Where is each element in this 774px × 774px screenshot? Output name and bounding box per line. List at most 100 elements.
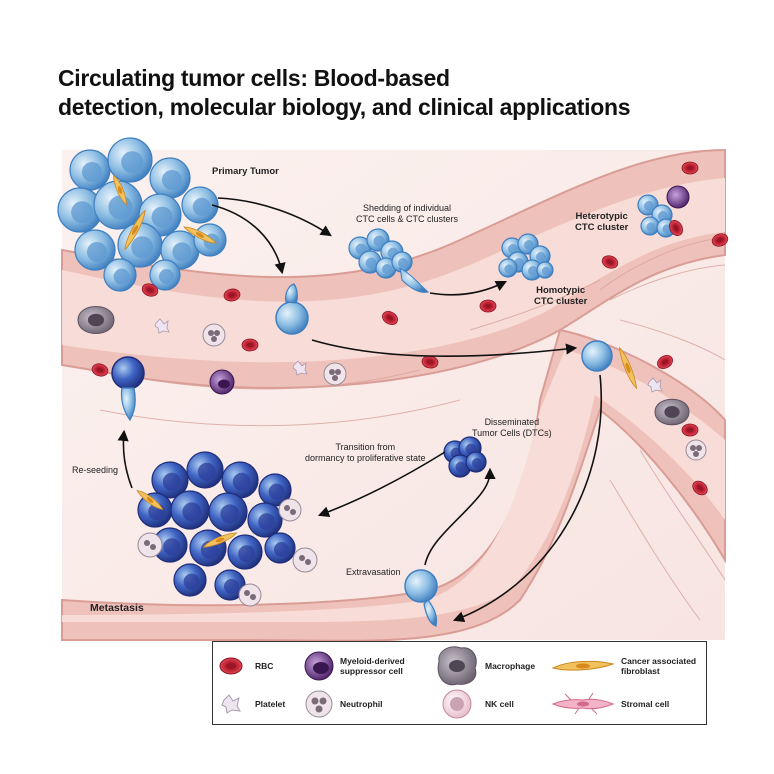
tumor-cell	[103, 258, 137, 292]
shedding-tail	[399, 267, 430, 293]
blood-cells	[77, 161, 729, 496]
neutrophil-cell	[202, 323, 226, 347]
rbc-cell	[382, 311, 398, 325]
caf-cell	[183, 226, 217, 244]
metastasis-cluster	[136, 451, 318, 607]
legend-caf-line-1: Cancer associated	[621, 656, 697, 666]
tumor-cell	[375, 257, 397, 279]
label-dtc-line-2: Tumor Cells (DTCs)	[472, 428, 552, 438]
arrow-to-extravasation	[452, 374, 602, 623]
legend-caf-icon	[551, 660, 615, 671]
tumor-cell	[247, 502, 283, 538]
branch-vessel-lumen	[62, 350, 725, 623]
legend-macrophage-icon	[437, 646, 477, 686]
tumor-cell	[57, 187, 103, 233]
rbc-cell	[241, 338, 259, 352]
vessel-caf	[619, 346, 637, 390]
label-homotypic-line-2: CTC cluster	[534, 296, 588, 307]
neutrophil-cell	[278, 498, 302, 522]
rbc-cell	[223, 288, 241, 302]
rbc-cell	[601, 255, 619, 269]
label-transition: Transition from dormancy to proliferativ…	[305, 442, 426, 464]
shedding-cluster	[348, 228, 430, 293]
legend-rbc-label: RBC	[255, 661, 274, 671]
caf-cell	[113, 174, 127, 206]
tumor-cell	[181, 186, 219, 224]
platelet-cell	[647, 377, 663, 393]
mdsc-cell	[209, 369, 235, 395]
tumor-cell	[640, 216, 660, 236]
neutrophil-cell	[238, 583, 262, 607]
tumor-cell	[227, 534, 263, 570]
legend-icons	[219, 646, 615, 719]
legend-stromal-label: Stromal cell	[621, 699, 670, 709]
macrophage-cell	[654, 398, 690, 426]
arrow-reseeding	[117, 429, 133, 489]
label-heterotypic: Heterotypic CTC cluster	[575, 211, 628, 233]
legend-nk-icon	[442, 689, 472, 719]
tumor-cell	[173, 563, 207, 597]
legend-caf-label: Cancer associated fibroblast	[621, 656, 696, 676]
legend-mdsc-line-1: Myeloid-derived	[340, 656, 405, 666]
tumor-cell	[465, 451, 487, 473]
label-shedding-line-2: CTC cells & CTC clusters	[356, 214, 459, 224]
legend-platelet-label: Platelet	[255, 699, 286, 709]
tumor-cell	[117, 222, 163, 268]
rbc-cell	[681, 423, 699, 437]
label-heterotypic-line-2: CTC cluster	[575, 222, 629, 233]
tumor-cell	[208, 492, 248, 532]
label-transition-line-2: dormancy to proliferative state	[305, 453, 426, 463]
homotypic-ctc-cluster	[498, 233, 554, 281]
neutrophil-cell	[292, 547, 318, 573]
tumor-cell	[152, 527, 188, 563]
neutrophil-cell	[685, 439, 707, 461]
process-arrows	[117, 197, 602, 623]
rbc-cell	[692, 480, 708, 496]
tumor-cell	[69, 149, 111, 191]
label-homotypic: Homotypic CTC cluster	[534, 285, 587, 307]
legend-caf-line-2: fibroblast	[621, 666, 660, 676]
arrow-shedding	[217, 197, 332, 237]
legend-neutrophil-icon	[305, 690, 333, 718]
label-dtc: Disseminated Tumor Cells (DTCs)	[472, 417, 552, 439]
rbc-cell	[479, 299, 497, 313]
tumor-cell	[74, 229, 116, 271]
tumor-cell	[264, 532, 296, 564]
tumor-cell	[149, 259, 181, 291]
tumor-cell	[151, 461, 189, 499]
label-transition-line-1: Transition from	[335, 442, 396, 452]
label-heterotypic-line-1: Heterotypic	[575, 211, 628, 222]
macrophage-cell	[77, 306, 115, 334]
platelet-cell	[292, 360, 308, 376]
caf-cell	[124, 209, 146, 251]
label-reseeding: Re-seeding	[72, 465, 119, 475]
caf-cell	[619, 346, 637, 390]
legend-platelet-icon	[221, 694, 241, 714]
heterotypic-ctc-cluster	[637, 185, 690, 238]
tumor-cell	[189, 529, 227, 567]
title-line-1: Circulating tumor cells: Blood-based	[58, 65, 450, 91]
intravasating-ctc	[275, 283, 309, 335]
label-shedding: Shedding of individual CTC cells & CTC c…	[356, 203, 458, 225]
arrow-intravasation	[211, 204, 286, 275]
rbc-cell	[657, 355, 673, 369]
tumor-cell	[536, 261, 554, 279]
tumor-cell	[149, 157, 191, 199]
dtc-cluster	[443, 436, 487, 478]
figure-title: Circulating tumor cells: Blood-based det…	[58, 64, 758, 122]
caf-cell	[136, 489, 164, 511]
legend-macrophage-label: Macrophage	[485, 661, 536, 671]
tumor-cell	[258, 473, 292, 507]
extravasating-ctc	[404, 569, 438, 627]
label-homotypic-line-1: Homotypic	[536, 285, 586, 296]
label-extravasation: Extravasation	[346, 567, 401, 577]
legend-nk-label: NK cell	[485, 699, 514, 709]
legend-mdsc-label: Myeloid-derived suppressor cell	[340, 656, 405, 676]
label-shedding-line-1: Shedding of individual	[362, 203, 452, 213]
tumor-cell	[170, 490, 210, 530]
rbc-cell	[141, 283, 159, 297]
tumor-cell	[107, 137, 153, 183]
arrow-circulation	[311, 339, 578, 357]
legend-rbc-icon	[219, 657, 243, 675]
legend-mdsc-line-2: suppressor cell	[340, 666, 403, 676]
